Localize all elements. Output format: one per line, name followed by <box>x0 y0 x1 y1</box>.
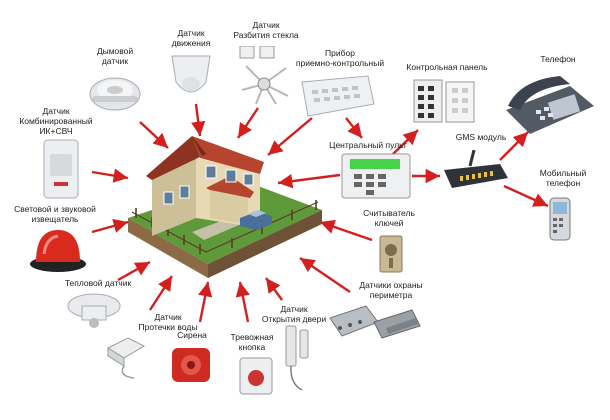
label-control-panel: Контрольная панель <box>392 62 502 72</box>
label-line: Датчик <box>154 312 182 322</box>
label-line: Датчик <box>42 106 70 116</box>
label-line: Мобильный <box>539 168 587 178</box>
arrow-water <box>148 275 174 311</box>
label-line: Тепловой датчик <box>64 278 132 288</box>
arrow-glass <box>237 107 259 139</box>
glass-break-sensor-icon <box>236 46 292 106</box>
label-line: Световой и звуковой <box>14 204 96 214</box>
label-line: GMS модуль <box>455 132 507 142</box>
label-line: приемно-контрольный <box>295 58 385 68</box>
arrow-key-reader <box>319 219 373 242</box>
arrow-siren <box>198 281 213 323</box>
label-line: периметра <box>369 290 413 300</box>
arrow-panel-unit <box>267 117 313 156</box>
label-line: Разбития стекла <box>233 30 299 40</box>
house-illustration <box>122 132 328 282</box>
label-line: датчик <box>101 56 129 66</box>
label-line: Датчик <box>177 28 205 38</box>
label-line: Датчик <box>280 304 308 314</box>
arrow-siren-light <box>91 218 129 234</box>
label-line: Датчики охраны <box>359 280 423 290</box>
label-line: кнопка <box>238 342 266 352</box>
arrow-gsm-to-mobile <box>503 184 549 208</box>
arrow-perimeter <box>299 257 351 293</box>
label-line: Считыватель <box>363 208 415 218</box>
arrow-combined <box>91 168 129 183</box>
motion-detector-icon <box>168 52 214 102</box>
arrow-heat <box>117 260 151 282</box>
label-line: Открытия двери <box>261 314 327 324</box>
label-central-console: Центральный пульт <box>318 140 418 150</box>
door-sensor-icon <box>282 324 316 394</box>
control-unit-icon <box>298 74 378 118</box>
label-line: Контрольная панель <box>406 62 488 72</box>
mobile-phone-icon <box>548 196 572 242</box>
heat-detector-icon <box>66 290 122 330</box>
label-line: Протечки воды <box>138 322 198 332</box>
siren-icon <box>168 344 214 386</box>
label-line: Прибор <box>325 48 355 58</box>
key-reader-icon <box>378 234 404 274</box>
label-line: Дымовой <box>96 46 134 56</box>
label-line: движения <box>171 38 211 48</box>
alarm-button-icon <box>238 356 274 396</box>
water-leak-sensor-icon <box>104 334 148 380</box>
smoke-detector-icon <box>88 70 142 114</box>
control-panel-keypad-icon <box>412 78 476 124</box>
arrow-alarm-button <box>235 281 250 323</box>
perimeter-sensors-icon <box>326 298 422 348</box>
arrow-central-to-control <box>391 129 419 156</box>
arrow-unit-to-central <box>345 117 363 139</box>
arrow-gsm-to-phone <box>499 131 529 161</box>
label-line: Сирена <box>177 330 207 340</box>
landline-phone-icon <box>500 70 598 136</box>
label-line: Телефон <box>540 54 576 64</box>
arrow-motion <box>191 103 206 137</box>
label-phone: Телефон <box>528 54 588 64</box>
arrow-door <box>265 277 283 301</box>
label-siren: Сирена <box>170 330 214 340</box>
label-line: Центральный пульт <box>329 140 407 150</box>
label-line: извещатель <box>31 214 79 224</box>
label-line: телефон <box>545 178 581 188</box>
label-line: ключей <box>374 218 404 228</box>
label-heat-detector: Тепловой датчик <box>48 278 148 288</box>
beacon-siren-icon <box>28 224 88 274</box>
arrow-central <box>277 173 341 189</box>
combined-detector-icon <box>40 138 82 200</box>
arrow-smoke <box>139 121 169 149</box>
label-line: Комбинированный <box>19 116 93 126</box>
central-console-icon <box>340 152 412 200</box>
label-line: Датчик <box>252 20 280 30</box>
label-gsm-module: GMS модуль <box>446 132 516 142</box>
gsm-module-icon <box>440 150 512 192</box>
label-line: ИК+СВЧ <box>39 126 73 136</box>
label-line: Тревожная <box>230 332 274 342</box>
